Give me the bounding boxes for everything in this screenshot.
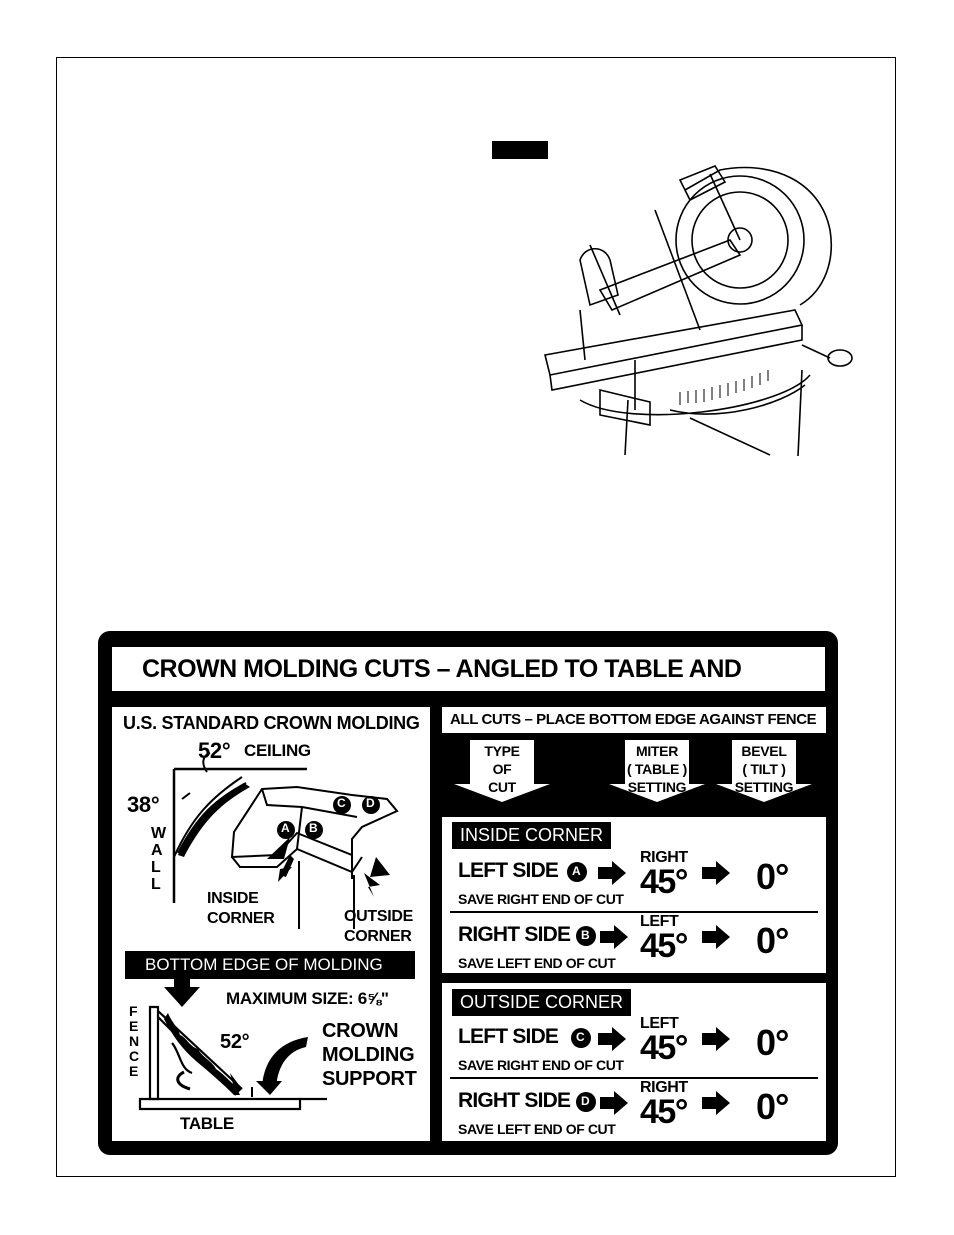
- marker-a-label: A: [281, 821, 290, 835]
- marker-b-label: B: [309, 821, 318, 835]
- page-frame: [56, 57, 896, 1177]
- marker-a-icon: [567, 862, 587, 882]
- right-arrow-icon: [598, 1027, 626, 1051]
- fence-letter: E: [129, 1018, 139, 1034]
- support-label: CROWN MOLDING SUPPORT: [322, 1020, 417, 1090]
- fence-letter: N: [129, 1033, 140, 1049]
- crown-molding-chart: CROWN MOLDING CUTS – ANGLED TO TABLE AND…: [98, 631, 838, 1155]
- right-arrow-icon: [600, 925, 628, 949]
- down-arrow-icon: [609, 740, 705, 802]
- fence-letter: E: [129, 1063, 139, 1079]
- inside-corner-title: INSIDE CORNER: [452, 822, 612, 849]
- right-arrow-icon: [598, 861, 626, 885]
- marker-b-icon: [576, 926, 596, 946]
- wall-letter: A: [151, 842, 163, 859]
- fence-table-drawing: [138, 977, 327, 1111]
- fence-letter: F: [129, 1003, 138, 1019]
- down-arrow-icon: [716, 740, 812, 802]
- wall-letter: W: [151, 825, 167, 842]
- outside-left-row: LEFT SIDE C LEFT 45° 0° SAVE RIGHT END O…: [458, 1015, 789, 1073]
- angle-bottom: 52°: [220, 1031, 250, 1053]
- marker-c-icon: [571, 1028, 591, 1048]
- ceiling-label: CEILING: [244, 741, 311, 760]
- right-arrow-icon: [702, 1027, 730, 1051]
- marker-d-icon: [576, 1092, 596, 1112]
- outside-right-row: RIGHT SIDE D RIGHT 45° 0° SAVE LEFT END …: [458, 1079, 789, 1137]
- table-label: TABLE: [180, 1114, 234, 1133]
- right-arrow-icon: [702, 925, 730, 949]
- row-divider: [450, 911, 818, 913]
- right-arrow-icon: [702, 1091, 730, 1115]
- down-arrow-icon: [454, 740, 550, 802]
- black-tab-marker: [492, 141, 548, 159]
- wall-letter: L: [151, 859, 161, 876]
- molding-corner-drawing: [172, 752, 399, 929]
- max-size-label: MAXIMUM SIZE: 6⅝": [226, 989, 389, 1008]
- left-heading: U.S. STANDARD CROWN MOLDING: [123, 713, 420, 733]
- header-type-of-cut: TYPE OF CUT: [454, 740, 550, 802]
- marker-circles: [277, 796, 380, 839]
- wall-letter: L: [151, 876, 161, 893]
- row-divider: [450, 1077, 818, 1079]
- inside-corner-label: INSIDE CORNER: [207, 890, 275, 927]
- outside-corner-title: OUTSIDE CORNER: [452, 989, 632, 1016]
- header-bevel-setting: BEVEL ( TILT ) SETTING: [716, 740, 812, 802]
- right-arrow-icon: [600, 1091, 628, 1115]
- angle-wall: 38°: [127, 792, 160, 817]
- cut-settings-column: ALL CUTS – PLACE BOTTOM EDGE AGAINST FEN…: [442, 707, 826, 1141]
- fence-letter: C: [129, 1048, 140, 1064]
- right-arrow-icon: [702, 861, 730, 885]
- chart-title: CROWN MOLDING CUTS – ANGLED TO TABLE AND…: [112, 647, 825, 727]
- us-standard-molding-box: U.S. STANDARD CROWN MOLDING 52° CEILING …: [112, 707, 430, 1141]
- miter-saw-illustration: [544, 165, 853, 457]
- outside-corner-label: OUTSIDE CORNER: [344, 908, 414, 945]
- outside-corner-box: OUTSIDE CORNER LEFT SIDE C LEFT 45° 0° S…: [442, 983, 826, 1141]
- bottom-edge-label: BOTTOM EDGE OF MOLDING: [125, 951, 415, 979]
- inside-right-row: RIGHT SIDE B LEFT 45° 0° SAVE LEFT END O…: [458, 913, 789, 971]
- marker-d-label: D: [366, 796, 375, 810]
- inside-left-row: LEFT SIDE A RIGHT 45° 0° SAVE RIGHT END …: [458, 849, 789, 907]
- header-miter-setting: MITER ( TABLE ) SETTING: [609, 740, 705, 802]
- marker-c-label: C: [337, 796, 346, 810]
- inside-corner-box: INSIDE CORNER LEFT SIDE A RIGHT 45° 0° S…: [442, 817, 826, 973]
- all-cuts-instruction: ALL CUTS – PLACE BOTTOM EDGE AGAINST FEN…: [442, 707, 826, 733]
